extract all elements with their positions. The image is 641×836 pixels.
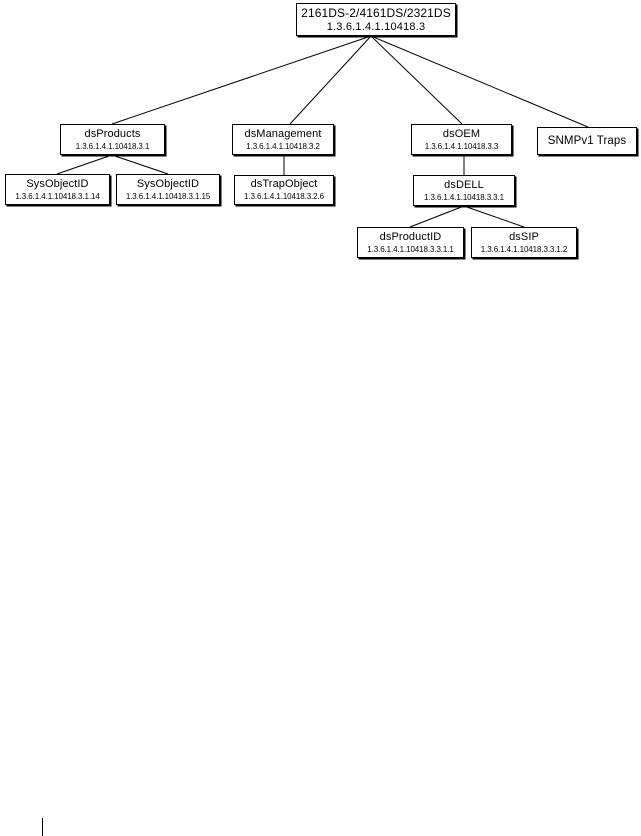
node-label-dsProductID: dsProductID <box>379 230 442 243</box>
tree-node-dsTrapObject[interactable]: dsTrapObject 1.3.6.1.4.1.10418.3.2.6 <box>234 175 334 205</box>
edge-dsDELL-to-dsProductID <box>409 205 465 228</box>
node-oid-dsSIP: 1.3.6.1.4.1.10418.3.3.1.2 <box>480 244 568 254</box>
node-label-dsManagement: dsManagement <box>244 127 322 140</box>
edge-root-to-snmpv1Traps <box>370 35 589 128</box>
node-label-sysObjectID14: SysObjectID <box>26 177 89 190</box>
edge-root-to-dsManagement <box>289 35 372 125</box>
node-oid-dsDELL: 1.3.6.1.4.1.10418.3.3.1 <box>424 192 504 202</box>
node-oid-root: 1.3.6.1.4.1.10418.3 <box>326 20 426 33</box>
node-oid-dsOEM: 1.3.6.1.4.1.10418.3.3 <box>424 141 499 151</box>
tree-node-snmpv1Traps[interactable]: SNMPv1 Traps <box>537 127 637 155</box>
node-oid-dsManagement: 1.3.6.1.4.1.10418.3.2 <box>246 141 320 151</box>
node-label-root: 2161DS-2/4161DS/2321DS <box>301 5 451 20</box>
node-oid-dsProducts: 1.3.6.1.4.1.10418.3.1 <box>75 141 150 151</box>
node-label-sysObjectID15: SysObjectID <box>136 177 200 190</box>
node-label-snmpv1Traps: SNMPv1 Traps <box>547 134 627 147</box>
node-label-dsTrapObject: dsTrapObject <box>250 178 318 190</box>
node-label-dsSIP: dsSIP <box>509 230 539 243</box>
edge-dsDELL-to-dsSIP <box>463 205 525 228</box>
edge-root-to-dsProducts <box>111 35 372 125</box>
node-label-dsOEM: dsOEM <box>442 127 481 140</box>
edge-dsProducts-to-sysObjectID15 <box>111 154 169 175</box>
node-oid-sysObjectID14: 1.3.6.1.4.1.10418.3.1.14 <box>15 191 100 201</box>
page-margin-mark <box>42 818 43 836</box>
node-oid-sysObjectID15: 1.3.6.1.4.1.10418.3.1.15 <box>125 191 211 201</box>
node-label-dsProducts: dsProducts <box>84 127 141 140</box>
node-oid-dsTrapObject: 1.3.6.1.4.1.10418.3.2.6 <box>244 192 324 201</box>
edge-root-to-dsOEM <box>370 35 463 125</box>
node-oid-dsProductID: 1.3.6.1.4.1.10418.3.3.1.1 <box>367 244 454 254</box>
edge-dsProducts-to-sysObjectID14 <box>56 154 113 175</box>
node-label-dsDELL: dsDELL <box>444 178 484 191</box>
